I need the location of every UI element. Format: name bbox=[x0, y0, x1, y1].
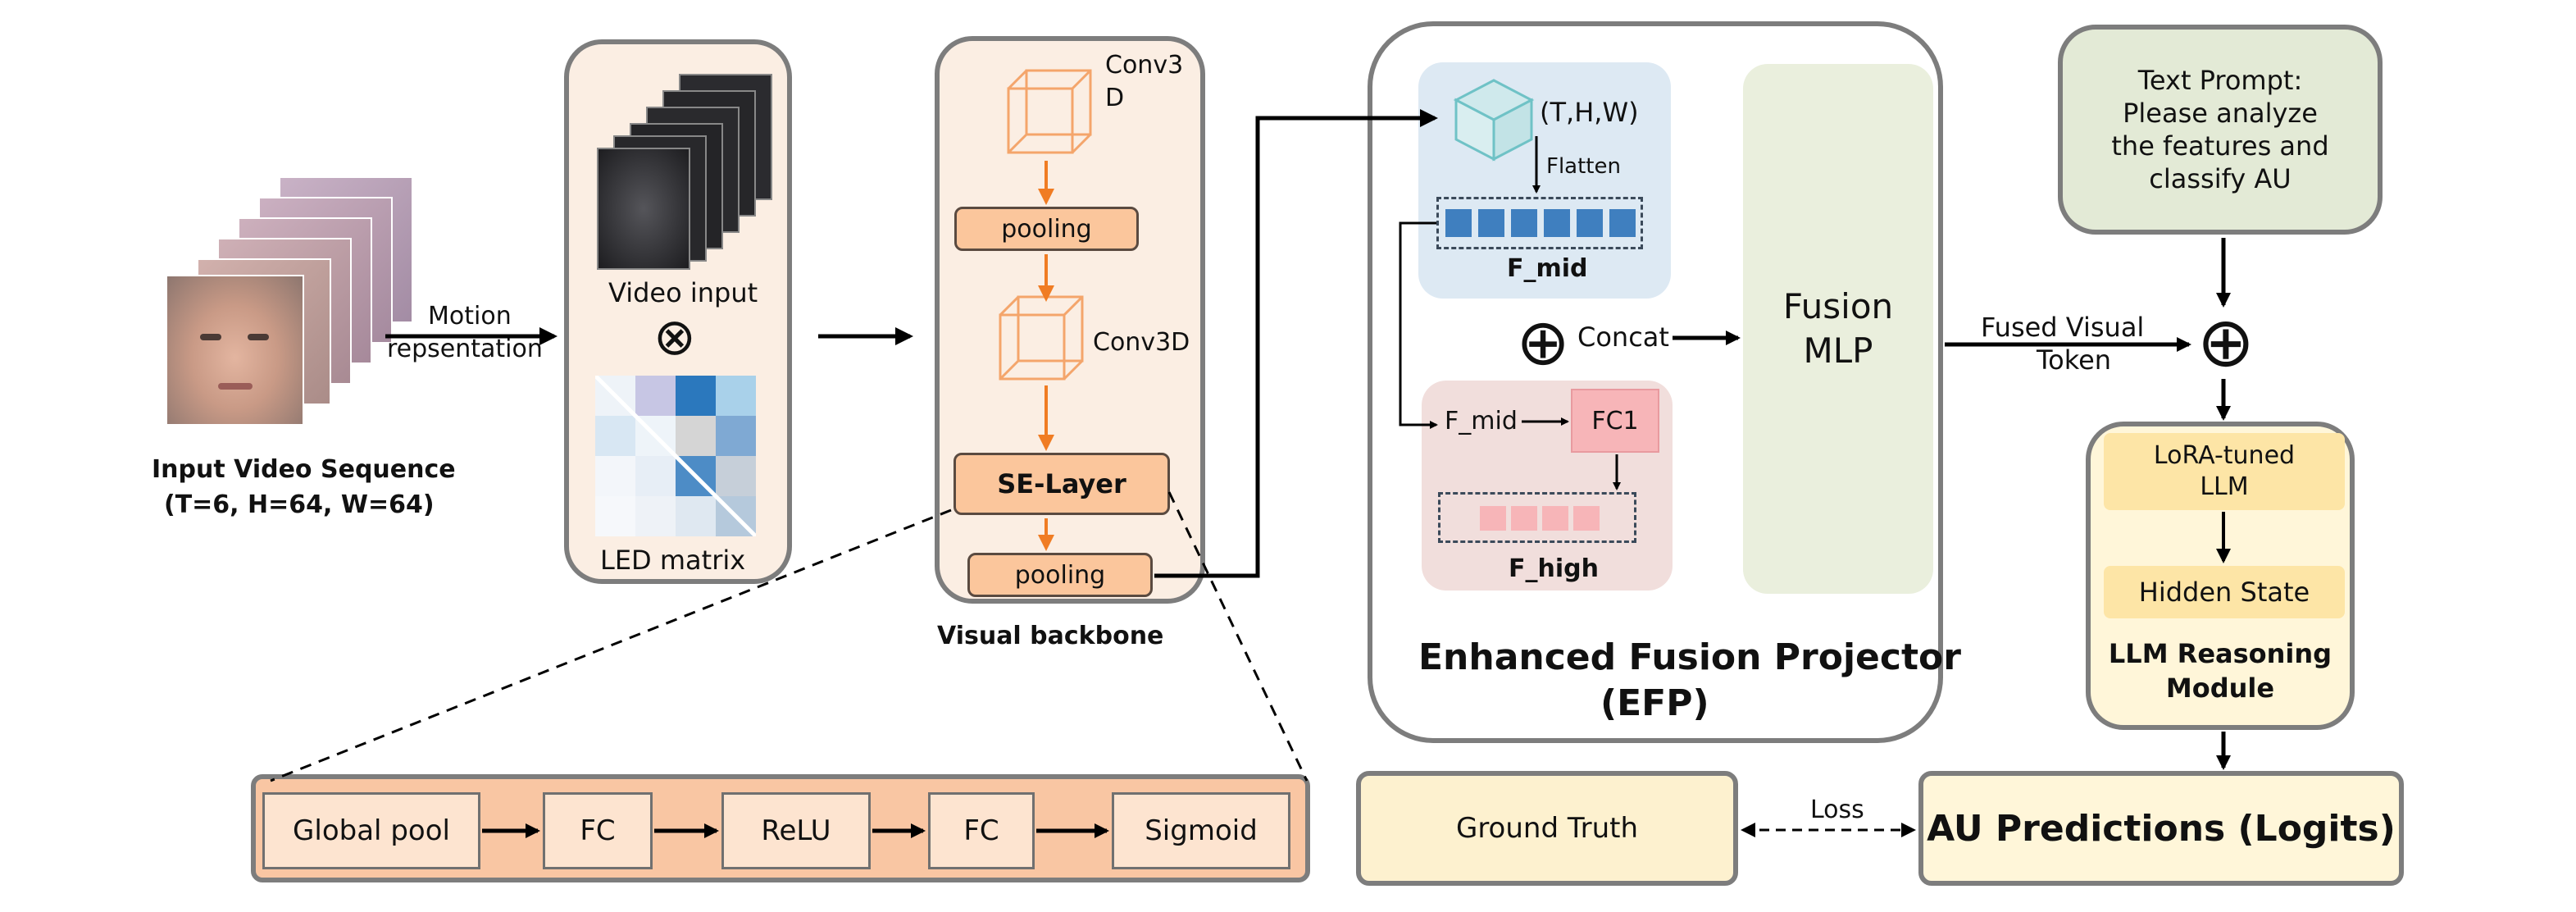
f-high-token-row bbox=[1438, 492, 1636, 543]
arrow-backbone-to-efp bbox=[1154, 109, 1438, 578]
f-mid-input-label: F_mid bbox=[1445, 407, 1518, 435]
f-mid-caption: F_mid bbox=[1507, 254, 1588, 283]
fc1-box: FC1 bbox=[1571, 389, 1659, 453]
conv3d-cube-1 bbox=[1005, 67, 1095, 157]
se-fc-2: FC bbox=[928, 792, 1035, 869]
concat-label: Concat bbox=[1577, 321, 1669, 353]
hidden-state-box: Hidden State bbox=[2104, 566, 2345, 618]
fused-token-label-1: Fused Visual bbox=[1981, 312, 2145, 343]
efp-title-line2: (EFP) bbox=[1600, 682, 1709, 724]
flatten-label: Flatten bbox=[1546, 154, 1621, 179]
se-layer-box: SE-Layer bbox=[953, 453, 1170, 515]
llm-reasoning-caption: LLM Reasoning Module bbox=[2108, 638, 2333, 704]
face-frame bbox=[166, 275, 304, 426]
fused-token-label-2: Token bbox=[2037, 344, 2112, 376]
se-fc-1: FC bbox=[543, 792, 653, 869]
ground-truth-box: Ground Truth bbox=[1356, 771, 1738, 886]
visual-backbone-caption: Visual backbone bbox=[937, 622, 1164, 650]
motion-label: Motion bbox=[428, 302, 512, 331]
se-sigmoid: Sigmoid bbox=[1112, 792, 1290, 869]
led-matrix bbox=[594, 374, 758, 538]
text-prompt-box: Text Prompt: Please analyze the features… bbox=[2058, 25, 2383, 235]
concat-oplus-icon: ⊕ bbox=[1516, 306, 1570, 380]
efp-title-line1: Enhanced Fusion Projector bbox=[1418, 636, 1961, 678]
repsentation-label: repsentation bbox=[387, 335, 543, 363]
fuse-oplus-icon: ⊕ bbox=[2196, 302, 2255, 382]
input-frames-stack bbox=[156, 176, 435, 426]
input-params: (T=6, H=64, W=64) bbox=[164, 490, 435, 519]
se-relu: ReLU bbox=[721, 792, 871, 869]
conv3d-label-1a: Conv3 bbox=[1105, 51, 1184, 80]
otimes-symbol: ⊗ bbox=[653, 306, 696, 367]
f-high-caption: F_high bbox=[1509, 554, 1599, 583]
se-global-pool: Global pool bbox=[262, 792, 480, 869]
au-predictions-box: AU Predictions (Logits) bbox=[1918, 771, 2404, 886]
pooling-box-1: pooling bbox=[954, 207, 1139, 251]
conv3d-label-1b: D bbox=[1105, 84, 1125, 112]
f-mid-token-row bbox=[1436, 197, 1643, 249]
led-matrix-label: LED matrix bbox=[600, 545, 746, 576]
pooling-box-2: pooling bbox=[967, 553, 1153, 597]
fusion-mlp-box: Fusion MLP bbox=[1743, 64, 1933, 594]
tensor-shape-label: (T,H,W) bbox=[1540, 97, 1639, 128]
conv3d-label-2: Conv3D bbox=[1093, 328, 1190, 357]
tensor-cube-icon bbox=[1450, 75, 1538, 164]
lora-llm-box: LoRA-tuned LLM bbox=[2104, 433, 2345, 510]
input-title: Input Video Sequence bbox=[152, 455, 456, 484]
video-input-label: Video input bbox=[608, 277, 758, 308]
loss-label: Loss bbox=[1810, 796, 1864, 824]
video-input-stack bbox=[597, 74, 772, 270]
